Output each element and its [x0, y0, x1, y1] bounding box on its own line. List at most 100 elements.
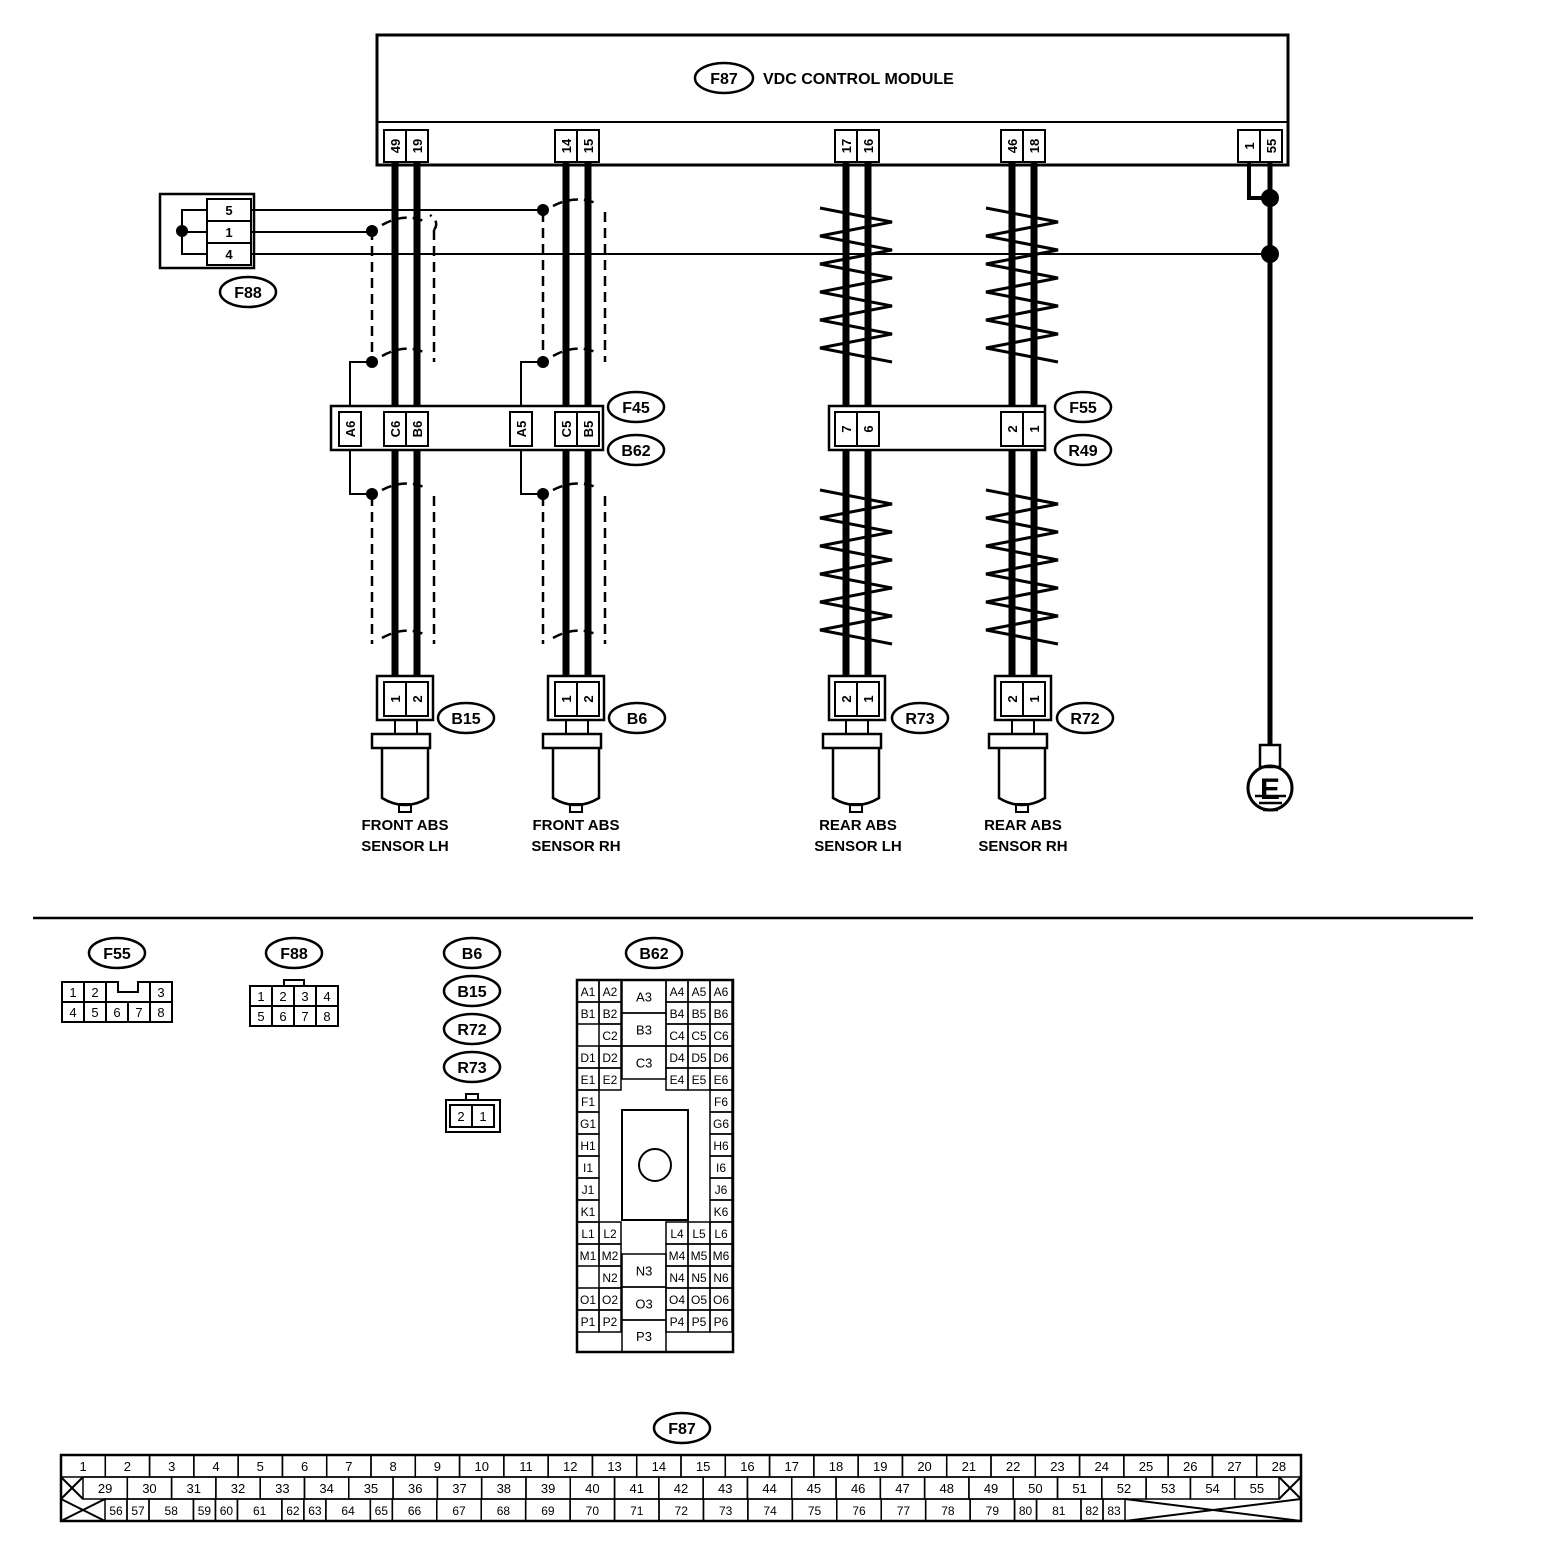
b62-pin: C2: [602, 1029, 618, 1043]
f87-pin: 74: [763, 1504, 777, 1518]
b62-pin: B1: [581, 1007, 596, 1021]
f87-pin: 36: [408, 1481, 422, 1496]
junction-pin-label: C6: [388, 421, 403, 438]
b62-pin: M6: [713, 1249, 730, 1263]
sensor-connector-id: R73: [905, 711, 934, 728]
f87-pin: 35: [364, 1481, 378, 1496]
twisted-pair-rear-lh-upper: [819, 206, 893, 364]
f87-pin: 83: [1107, 1504, 1121, 1518]
f87-pin: 47: [895, 1481, 909, 1496]
f87-pin: 1: [80, 1459, 87, 1474]
f87-pin: 40: [585, 1481, 599, 1496]
b62-pin: L1: [581, 1227, 595, 1241]
sensor-name-line1: REAR ABS: [819, 817, 897, 834]
b62-pin: O5: [691, 1293, 707, 1307]
sensor-name-line2: SENSOR LH: [814, 838, 902, 855]
module-pin-label: 17: [839, 139, 854, 153]
f87-pin: 39: [541, 1481, 555, 1496]
b62-pin: G6: [713, 1117, 729, 1131]
b62-pin: O6: [713, 1293, 729, 1307]
face-pin: 4: [323, 989, 330, 1004]
module-pin-label: 1: [1242, 142, 1257, 149]
b62-cell: [598, 1309, 622, 1333]
junction-id: F55: [1069, 400, 1097, 417]
face-pin: 8: [157, 1005, 164, 1020]
f55-face: F55 1 2 3 4 5 6 7 8: [61, 936, 173, 1023]
f87-pin: 2: [124, 1459, 131, 1474]
f87-pin: 80: [1019, 1504, 1033, 1518]
f87-pin: 31: [187, 1481, 201, 1496]
face-pin: 7: [135, 1005, 142, 1020]
b62-center-pin: C3: [636, 1056, 653, 1071]
f87-pin: 9: [434, 1459, 441, 1474]
f87-pin: 66: [408, 1504, 422, 1518]
sensor-front-rh: 1 2 B6 FRONT ABS SENSOR RH: [531, 674, 667, 855]
f87-pin: 26: [1183, 1459, 1197, 1474]
sensor-rear-rh: 2 1 R72 REAR ABS SENSOR RH: [978, 674, 1115, 855]
b62-pin: B5: [692, 1007, 707, 1021]
f87-pin: 21: [962, 1459, 976, 1474]
f87-pin: 56: [109, 1504, 123, 1518]
face-id: R73: [457, 1060, 486, 1077]
sensor-pin-label: 1: [388, 695, 403, 702]
module-pin-label: 15: [581, 139, 596, 153]
b62-center-pin: O3: [635, 1297, 652, 1312]
module-pin-label: 46: [1005, 139, 1020, 153]
sensor-name-line2: SENSOR RH: [531, 838, 620, 855]
module-pin-label: 55: [1264, 139, 1279, 153]
b62-pin: E1: [581, 1073, 596, 1087]
b62-pin: O1: [580, 1293, 596, 1307]
b62-pin: D1: [580, 1051, 596, 1065]
junction-pin-label: A5: [514, 421, 529, 438]
b62-pin: A1: [581, 985, 596, 999]
f87-pin: 43: [718, 1481, 732, 1496]
sensor-name-line1: REAR ABS: [984, 817, 1062, 834]
b62-pin: C6: [713, 1029, 729, 1043]
sensor-name-line1: FRONT ABS: [533, 817, 620, 834]
b62-pin: D5: [691, 1051, 707, 1065]
junction-pin-label: 2: [1005, 425, 1020, 432]
sensor-pin-label: 2: [1005, 695, 1020, 702]
f87-pin: 24: [1094, 1459, 1108, 1474]
junction-id: R49: [1068, 443, 1097, 460]
b62-pin: O2: [602, 1293, 618, 1307]
f87-pin: 71: [630, 1504, 644, 1518]
sensor-group-face: B6 B15 R72 R73 2 1: [442, 936, 502, 1133]
shield-dots: [366, 204, 549, 500]
b62-pin: F6: [714, 1095, 728, 1109]
shield-drain-wires: [349, 361, 543, 495]
ground-circuit: E: [1246, 162, 1294, 812]
b62-pin: M4: [669, 1249, 686, 1263]
face-pin: 4: [69, 1005, 76, 1020]
b62-pin: L6: [714, 1227, 728, 1241]
f87-pin: 27: [1227, 1459, 1241, 1474]
f87-pin: 50: [1028, 1481, 1042, 1496]
module-connector-id: F87: [710, 71, 738, 88]
b62-pin: K1: [581, 1205, 596, 1219]
f88-face: F88 1 2 3 4 5 6 7 8: [249, 936, 339, 1027]
b62-pin: I6: [716, 1161, 726, 1175]
b62-pin: J6: [715, 1183, 728, 1197]
junction-id: F45: [622, 400, 650, 417]
f87-pin: 79: [986, 1504, 1000, 1518]
f87-pin: 75: [808, 1504, 822, 1518]
f87-pin: 59: [198, 1504, 212, 1518]
b62-pin: N6: [713, 1271, 729, 1285]
face-id: R72: [457, 1022, 486, 1039]
f87-pin: 19: [873, 1459, 887, 1474]
f87-pin: 41: [629, 1481, 643, 1496]
face-pin: 7: [301, 1009, 308, 1024]
f87-pin: 64: [341, 1504, 355, 1518]
f87-pin: 23: [1050, 1459, 1064, 1474]
b62-pin: A4: [670, 985, 685, 999]
b62-pin: D6: [713, 1051, 729, 1065]
f87-pin: 16: [740, 1459, 754, 1474]
b62-pin: N2: [602, 1271, 618, 1285]
f87-pin: 53: [1161, 1481, 1175, 1496]
f87-pin: 12: [563, 1459, 577, 1474]
f87-pin: 30: [142, 1481, 156, 1496]
f88-connector-id: F88: [234, 285, 262, 302]
module-pins: [383, 129, 1283, 163]
